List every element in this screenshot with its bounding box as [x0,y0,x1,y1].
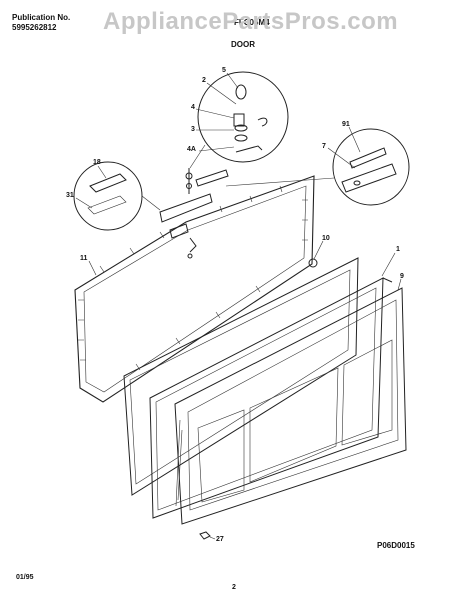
watermark: AppliancePartsPros.com [103,8,399,35]
detail-circle-top [189,71,289,169]
outer-door [174,287,407,525]
callout-91: 91 [342,121,350,128]
model-number: FFC05M4 [234,18,270,27]
callout-27: 27 [216,536,224,543]
callout-9: 9 [400,273,404,280]
publication-label: Publication No. [12,13,71,22]
callout-1: 1 [396,246,400,253]
callout-4a: 4A [187,146,196,153]
part-10 [308,258,318,268]
hinge-assembly [159,168,229,259]
callout-3: 3 [191,126,195,133]
figure-code: P06D0015 [377,541,415,550]
door-gasket [74,175,315,403]
callout-11: 11 [80,255,88,262]
detail-circle-left [73,161,161,231]
callout-2: 2 [202,77,206,84]
callout-31: 31 [66,192,74,199]
section-title: DOOR [231,40,255,49]
callout-7: 7 [322,143,326,150]
leader-lines [75,72,402,540]
footer-date: 01/95 [16,574,34,581]
door-liner [123,257,359,496]
callout-4: 4 [191,104,195,111]
part-27-screw [199,531,211,540]
callout-5: 5 [222,67,226,74]
door-panel [149,277,393,519]
page-number: 2 [232,584,236,591]
publication-number: 5995262812 [12,23,57,32]
callout-18: 18 [93,159,101,166]
detail-circle-right [225,128,410,206]
callout-10: 10 [322,235,330,242]
